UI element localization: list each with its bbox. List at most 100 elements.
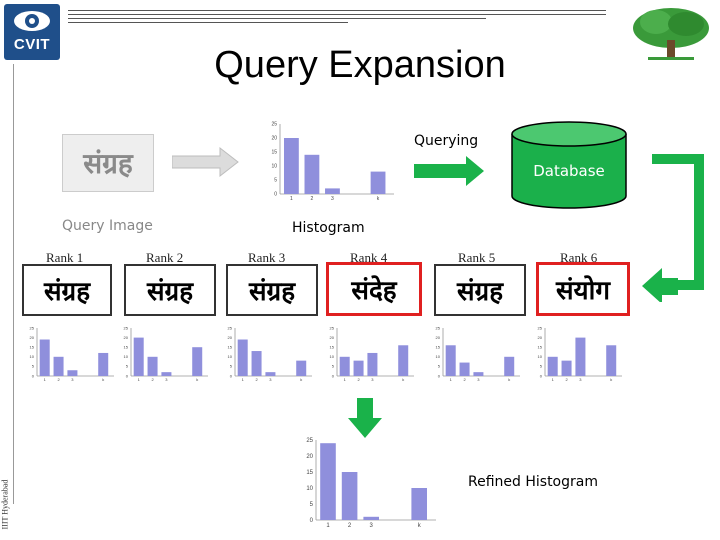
y-tick-label: 10 (330, 354, 335, 359)
y-tick-label: 25 (124, 325, 129, 330)
bar (353, 360, 364, 376)
bar (251, 351, 262, 376)
header-line (68, 18, 486, 19)
y-tick-label: 25 (538, 325, 543, 330)
rank-5-word-image[interactable]: संग्रह (434, 264, 526, 316)
y-tick-label: 0 (310, 518, 314, 524)
bar (304, 154, 320, 194)
y-tick-label: 20 (330, 335, 335, 340)
y-tick-label: 25 (228, 325, 233, 330)
y-tick-label: 5 (540, 364, 543, 369)
y-tick-label: 0 (32, 373, 35, 378)
x-tick-label: 3 (477, 377, 480, 382)
y-tick-label: 20 (30, 335, 35, 340)
y-tick-label: 0 (274, 192, 277, 198)
y-tick-label: 5 (230, 364, 233, 369)
bar (320, 443, 336, 520)
y-tick-label: 20 (271, 136, 277, 142)
rank-2-word-image[interactable]: संग्रह (124, 264, 216, 316)
x-tick-label: 1 (450, 377, 453, 382)
green-arrow-icon (414, 156, 484, 186)
bar (341, 472, 358, 520)
y-tick-label: 10 (271, 164, 277, 170)
bar (283, 138, 299, 194)
y-tick-label: 20 (538, 335, 543, 340)
y-tick-label: 15 (306, 470, 313, 476)
rank-4-word-image[interactable]: संदेह (326, 262, 422, 316)
down-arrow-icon (348, 398, 382, 438)
y-tick-label: 10 (124, 354, 129, 359)
x-tick-label: 3 (370, 523, 374, 529)
bar (161, 372, 172, 376)
bar (370, 171, 386, 194)
x-tick-label: 1 (138, 377, 141, 382)
x-tick-label: 2 (311, 196, 314, 202)
bar (473, 372, 484, 376)
tree-icon (633, 8, 709, 60)
bar (561, 360, 572, 376)
y-tick-label: 0 (438, 373, 441, 378)
y-tick-label: 10 (436, 354, 441, 359)
y-tick-label: 0 (230, 373, 233, 378)
y-tick-label: 20 (306, 454, 313, 460)
x-tick-label: 3 (371, 377, 374, 382)
rank-6-word-image[interactable]: संयोग (536, 262, 630, 316)
x-tick-label: k (402, 377, 404, 382)
y-tick-label: 20 (124, 335, 129, 340)
bar (504, 356, 515, 376)
querying-label: Querying (414, 133, 479, 149)
x-tick-label: 1 (242, 377, 245, 382)
bar (606, 345, 617, 376)
query-image-label: Query Image (62, 218, 153, 234)
bar (133, 337, 144, 376)
x-tick-label: k (508, 377, 510, 382)
histogram-label: Histogram (292, 220, 365, 236)
header-line (68, 10, 606, 11)
y-tick-label: 5 (126, 364, 129, 369)
rank-6-label: Rank 6 (560, 250, 598, 265)
y-tick-label: 20 (228, 335, 233, 340)
x-tick-label: 2 (463, 377, 466, 382)
rank-1-word-image[interactable]: संग्रह (22, 264, 112, 316)
x-tick-label: 2 (151, 377, 154, 382)
rank-5-histogram-chart: 0 5 10 15 20 25 1 2 3 k (436, 325, 520, 382)
x-tick-label: k (300, 377, 302, 382)
y-tick-label: 15 (271, 150, 277, 156)
y-tick-label: 10 (306, 486, 313, 492)
y-tick-label: 25 (271, 122, 277, 128)
x-tick-label: 2 (565, 377, 568, 382)
x-tick-label: 1 (44, 377, 47, 382)
slide-title: Query Expansion (214, 44, 506, 86)
y-tick-label: 25 (330, 325, 335, 330)
y-tick-label: 25 (436, 325, 441, 330)
bar (575, 337, 586, 376)
eye-icon (14, 11, 50, 31)
y-tick-label: 20 (436, 335, 441, 340)
feedback-arrow-icon (642, 154, 704, 302)
y-tick-label: 0 (126, 373, 129, 378)
y-tick-label: 0 (332, 373, 335, 378)
bar (296, 360, 307, 376)
database-icon (511, 121, 627, 209)
y-tick-label: 15 (436, 345, 441, 350)
bar (398, 345, 409, 376)
x-tick-label: k (418, 523, 422, 529)
side-rule (13, 64, 14, 504)
rank-6-word: संयोग (555, 276, 611, 306)
rank-5-label: Rank 5 (458, 250, 496, 265)
refined-histogram-label: Refined Histogram (468, 474, 598, 490)
bar (411, 488, 427, 520)
x-tick-label: 3 (165, 377, 168, 382)
y-tick-label: 10 (30, 354, 35, 359)
bar (192, 347, 203, 376)
rank-3-word-image[interactable]: संग्रह (226, 264, 318, 316)
database-label: Database (533, 162, 605, 180)
x-tick-label: k (102, 377, 104, 382)
header-line (68, 14, 606, 15)
y-tick-label: 5 (332, 364, 335, 369)
bar (237, 339, 248, 376)
y-tick-label: 5 (438, 364, 441, 369)
